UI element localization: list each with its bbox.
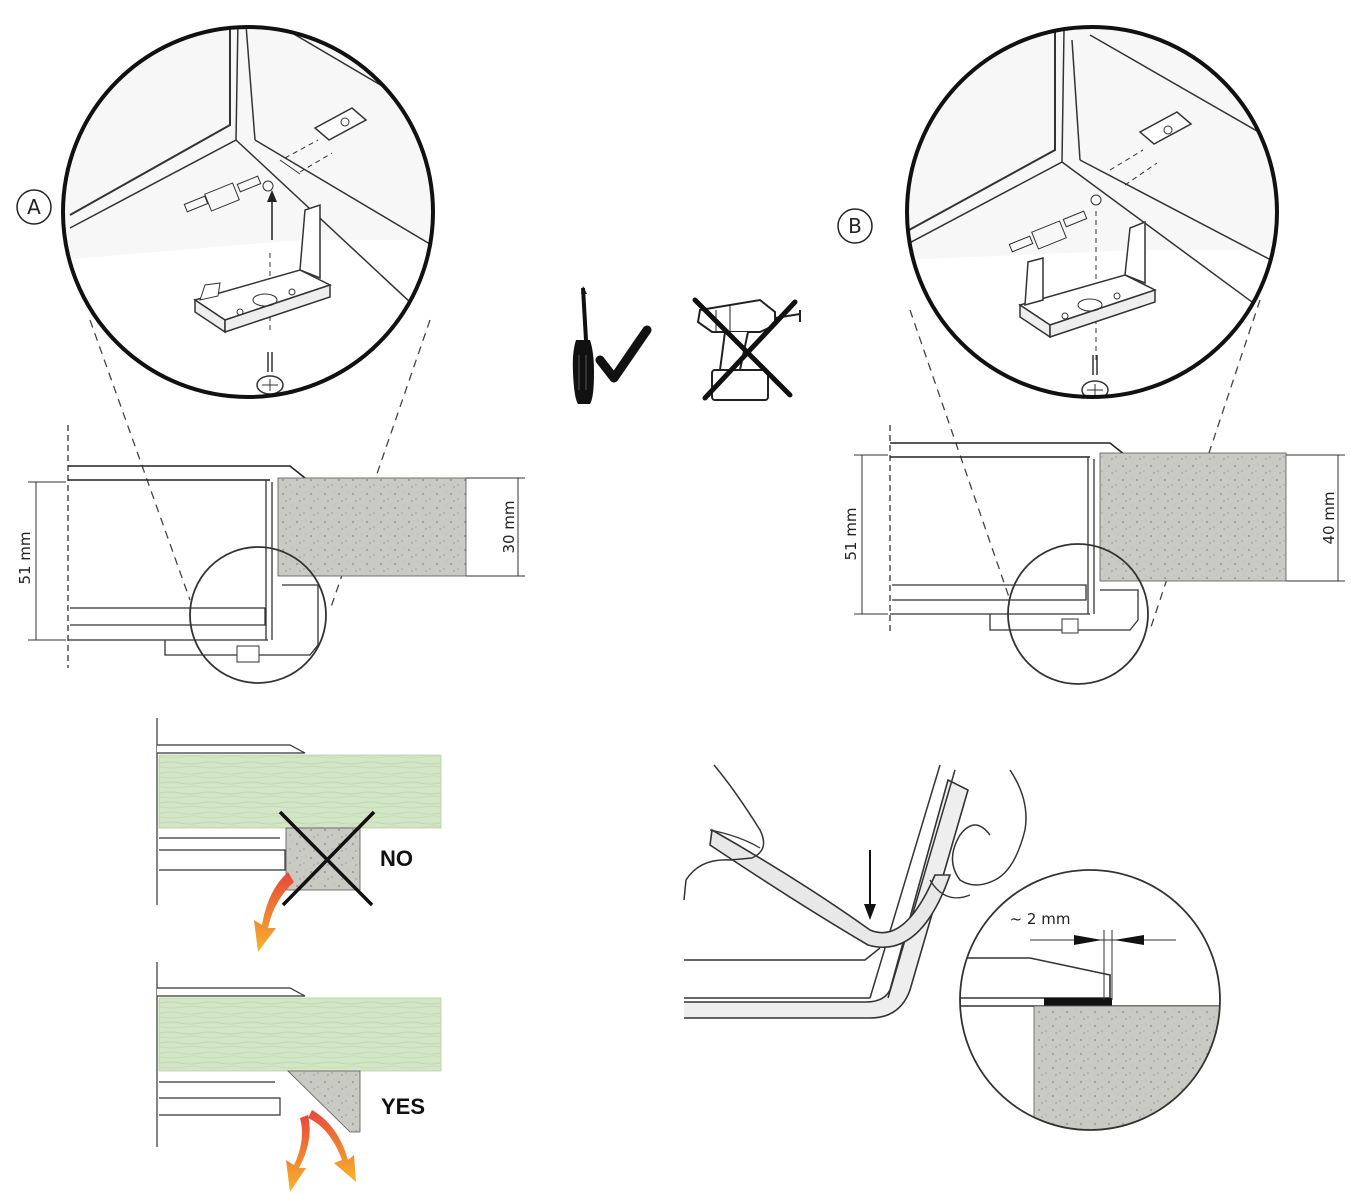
dimension-30mm-a — [466, 477, 525, 577]
cross-section-a — [67, 425, 467, 684]
marker-a-label: A — [27, 195, 41, 219]
checkmark-icon — [595, 325, 652, 383]
screwdriver-icon — [572, 286, 594, 404]
worktop-panel-yes — [158, 997, 442, 1072]
placement-no: NO — [156, 718, 442, 952]
cross-icon — [692, 297, 798, 401]
dimension-label-30mm-a: 30 mm — [500, 500, 518, 553]
worktop-gap — [1033, 1005, 1220, 1130]
marker-b-badge — [837, 208, 873, 244]
dimension-51mm-b — [854, 454, 888, 615]
screw-a — [256, 352, 284, 395]
placement-yes: YES — [156, 962, 442, 1192]
marker-a-badge — [16, 189, 52, 225]
cross-section-b — [889, 425, 1287, 685]
worktop-panel-no — [158, 754, 442, 829]
clip-insert-a — [279, 107, 368, 175]
dimension-40mm-b — [1286, 454, 1345, 582]
gap-dimension-label: ~ 2 mm — [1010, 910, 1071, 928]
no-cross-icon — [278, 810, 376, 907]
heat-arrow-yes-left-icon — [286, 1115, 310, 1192]
clip-insert-b — [1109, 111, 1193, 186]
mounting-clip-a — [193, 203, 332, 334]
magnifier-circle-a — [61, 25, 435, 399]
seal-tape — [709, 828, 952, 949]
gap-detail-circle — [959, 869, 1221, 1131]
dimension-51mm-a — [28, 481, 66, 641]
detail-circle-a — [189, 546, 327, 684]
press-arrow-icon — [864, 904, 876, 920]
heat-arrow-yes-right-icon — [308, 1110, 356, 1182]
tools-legend — [572, 286, 801, 404]
yes-label: YES — [381, 1094, 425, 1119]
marker-b-label: B — [848, 214, 862, 238]
worktop-a — [277, 477, 467, 577]
no-label: NO — [380, 846, 413, 871]
hand-right-icon — [929, 769, 1027, 899]
dimension-label-40mm-b: 40 mm — [1320, 491, 1338, 544]
worktop-b — [1099, 452, 1287, 582]
dimension-label-51mm-b: 51 mm — [842, 507, 860, 560]
panel-a: A 51 mm 30 mm — [16, 25, 525, 684]
magnifier-circle-b — [905, 25, 1279, 399]
detail-circle-b — [1007, 543, 1149, 685]
bracket-detail-a — [63, 27, 433, 395]
panel-b: B 51 mm 40 mm — [837, 25, 1345, 685]
dimension-label-51mm-a: 51 mm — [16, 531, 34, 584]
support-block-yes — [287, 1070, 361, 1133]
bracket-detail-b — [907, 27, 1277, 397]
gap-detail — [960, 870, 1220, 1130]
mounting-clip-b — [1018, 220, 1157, 339]
seal-installation: ~ 2 mm — [683, 764, 1221, 1131]
hand-left-icon — [683, 764, 765, 901]
seal-strip — [684, 778, 969, 1019]
screw-b — [1081, 355, 1109, 397]
heat-arrow-no-icon — [254, 872, 294, 952]
